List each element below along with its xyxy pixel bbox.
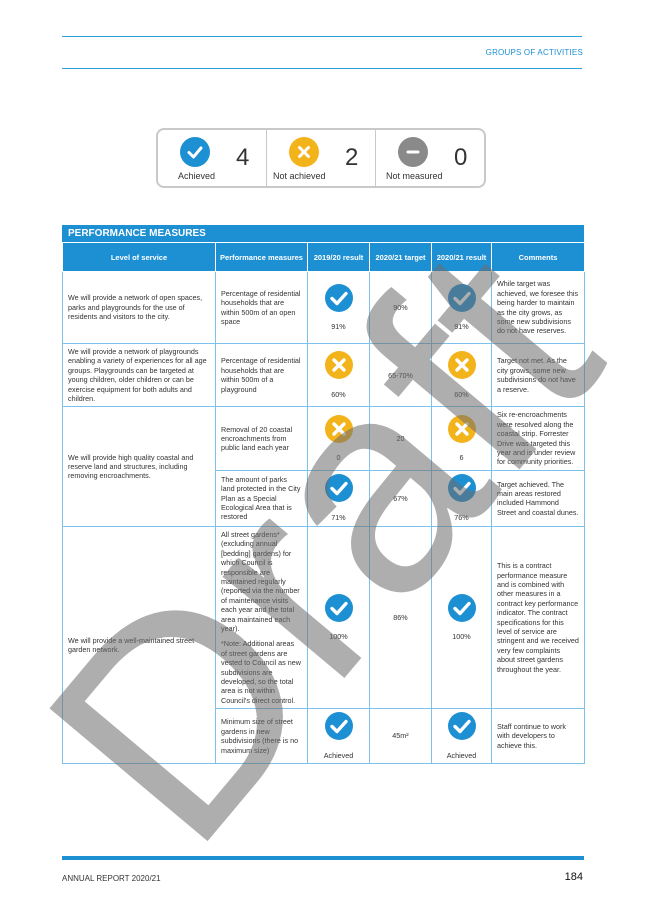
level-cell: We will provide a network of playgrounds… [62, 342, 216, 408]
achieved-icon [437, 474, 486, 504]
measure-cell: The amount of parks land protected in th… [215, 469, 308, 527]
header-rule [62, 68, 582, 69]
achieved-count: 4 [236, 144, 250, 171]
prev-result-cell: 60% [307, 342, 370, 408]
table-title: PERFORMANCE MEASURES [62, 225, 584, 242]
measure-note: *Note: Additional areas of street garden… [221, 639, 301, 705]
not-measured-label: Not measured [386, 171, 443, 181]
prev-result-cell: Achieved [307, 708, 370, 765]
prev-result-cell: 100% [307, 525, 370, 710]
result-cell: 76% [431, 469, 492, 527]
achieved-icon [313, 712, 364, 742]
summary-not-measured: 0 Not measured [376, 130, 484, 186]
not-measured-count: 0 [454, 144, 468, 171]
prev-result-value: 100% [329, 632, 348, 642]
target-cell: 45m² [369, 708, 432, 765]
result-value: Achieved [446, 750, 477, 760]
measure-text: All street gardens* (excluding annual [b… [221, 529, 300, 633]
not-achieved-icon [437, 414, 486, 445]
footer-bar [62, 856, 584, 860]
measure-cell: All street gardens* (excluding annual [b… [215, 525, 308, 710]
comment-cell: While target was achieved, we foresee th… [491, 271, 585, 344]
target-cell: 20 [369, 406, 432, 471]
prev-result-value: 91% [331, 322, 346, 331]
result-value: 6 [459, 453, 464, 463]
comment-cell: Target achieved. The main areas restored… [491, 469, 585, 527]
prev-result-cell: 91% [307, 271, 370, 344]
prev-result-cell: 71% [307, 469, 370, 527]
result-cell: Achieved [431, 708, 492, 765]
table-row: We will provide a network of playgrounds… [62, 342, 585, 408]
prev-result-value: Achieved [323, 750, 354, 760]
prev-result-value: 0 [336, 453, 341, 463]
achieved-icon [313, 474, 364, 504]
measure-cell: Percentage of residential households tha… [215, 271, 308, 344]
page-number: 184 [564, 871, 583, 883]
target-cell: 67% [369, 469, 432, 527]
result-value: 91% [454, 322, 469, 331]
header-prev-result: 2019/20 result [307, 242, 370, 272]
comment-cell: Target not met. As the city grows, some … [491, 342, 585, 408]
achieved-icon [437, 712, 486, 742]
summary-not-achieved: 2 Not achieved [267, 130, 376, 186]
performance-measures-table: PERFORMANCE MEASURES Level of service Pe… [62, 225, 585, 765]
not-achieved-icon [313, 414, 364, 445]
achieved-label: Achieved [178, 171, 216, 181]
prev-result-value: 71% [331, 512, 346, 522]
table-row: We will provide a network of open spaces… [62, 271, 585, 344]
table-row: Minimum size of street gardens in new su… [63, 708, 585, 765]
check-icon [180, 137, 210, 167]
comment-cell: Six re-encroachments were resolved along… [491, 406, 585, 471]
table-header-row: Level of service Performance measures 20… [62, 242, 585, 272]
prev-result-value: 60% [331, 389, 346, 399]
header-level: Level of service [62, 242, 216, 272]
prev-result-cell: 0 [307, 406, 370, 471]
target-cell: 86% [369, 525, 432, 710]
achieved-icon [313, 593, 364, 624]
top-rule [62, 36, 582, 37]
results-summary: 4 Achieved 2 Not achieved 0 Not measured [156, 128, 486, 188]
not-achieved-icon [313, 351, 364, 381]
target-cell: 65-70% [369, 342, 432, 408]
section-label: GROUPS OF ACTIVITIES [485, 48, 583, 57]
header-result: 2020/21 result [431, 242, 492, 272]
result-value: 76% [454, 512, 469, 522]
not-achieved-count: 2 [345, 144, 359, 171]
footer-report-title: ANNUAL REPORT 2020/21 [62, 874, 161, 883]
cross-icon [289, 137, 319, 167]
measure-cell: Percentage of residential households tha… [215, 342, 308, 408]
result-value: 100% [452, 632, 471, 642]
achieved-icon [313, 283, 364, 314]
header-measure: Performance measures [215, 242, 308, 272]
level-cell: We will provide a well-maintained street… [62, 525, 216, 765]
target-cell: 90% [369, 271, 432, 344]
comment-cell: Staff continue to work with developers t… [491, 708, 585, 765]
measure-cell: Removal of 20 coastal encroachments from… [215, 406, 308, 471]
table-row: The amount of parks land protected in th… [63, 469, 585, 527]
achieved-icon [437, 593, 486, 624]
result-cell: 6 [431, 406, 492, 471]
not-achieved-label: Not achieved [273, 171, 326, 181]
table-row: We will provide high quality coastal and… [62, 406, 585, 527]
level-cell: We will provide high quality coastal and… [62, 406, 216, 527]
summary-achieved: 4 Achieved [158, 130, 267, 186]
result-cell: 91% [431, 271, 492, 344]
comment-cell: This is a contract performance measure a… [491, 525, 585, 710]
result-cell: 60% [431, 342, 492, 408]
level-cell: We will provide a network of open spaces… [62, 271, 216, 344]
minus-icon [398, 137, 428, 167]
header-comments: Comments [491, 242, 585, 272]
result-cell: 100% [431, 525, 492, 710]
header-target: 2020/21 target [369, 242, 432, 272]
not-achieved-icon [437, 351, 486, 381]
result-value: 60% [454, 389, 469, 399]
table-row: We will provide a well-maintained street… [62, 525, 585, 765]
achieved-icon [437, 283, 486, 314]
measure-cell: Minimum size of street gardens in new su… [215, 708, 308, 765]
